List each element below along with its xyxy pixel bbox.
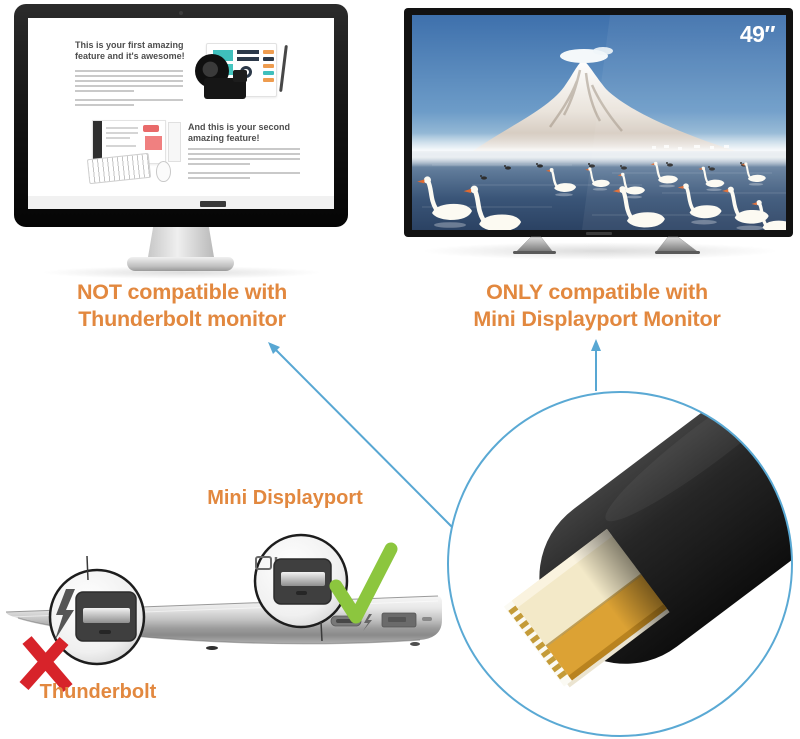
thunderbolt-monitor-screen: This is your first amazing feature and i… — [28, 18, 334, 209]
minidp-caption: ONLY compatible with Mini Displayport Mo… — [452, 279, 742, 332]
thunderbolt-label: Thunderbolt — [39, 681, 157, 703]
feature2-heading: And this is your second amazing feature! — [188, 122, 291, 143]
arrow-to-minidp-caption — [591, 339, 601, 391]
connector-gold-plug — [503, 529, 670, 688]
magnifier-leader-line — [320, 621, 323, 642]
tv-size-badge: 49″ — [739, 21, 776, 47]
thunderbolt-port-magnifier — [48, 555, 146, 666]
minidp-caption-line2: Mini Displayport Monitor — [473, 306, 721, 331]
thunderbolt-monitor: This is your first amazing feature and i… — [14, 4, 348, 227]
camera-flash-image — [233, 70, 247, 82]
screen-glare — [582, 15, 786, 230]
camera-body-image — [204, 78, 246, 99]
green-check-icon — [329, 542, 398, 624]
connector-magnifier — [447, 391, 793, 737]
mini-displayport-monitor: 49″ — [404, 8, 793, 237]
footer-button-placeholder — [200, 201, 226, 207]
laptop-foot — [410, 642, 420, 646]
imac-shadow — [40, 266, 323, 279]
mount-fuji — [470, 47, 742, 153]
thunderbolt-icon — [55, 589, 75, 640]
laptop-side-ports — [330, 612, 432, 631]
tv-shadow — [420, 242, 780, 260]
card-mockup — [168, 122, 181, 162]
small-thunderbolt-glyph-icon — [363, 614, 372, 631]
webpage-footer — [28, 196, 334, 209]
mini-displayport-magnifier — [253, 533, 398, 642]
tv-brand-logo — [585, 232, 612, 235]
mouse-image — [156, 161, 171, 182]
laptop-foot — [206, 646, 218, 650]
feature1-paragraph-placeholder — [75, 70, 183, 109]
thunderbolt-caption: NOT compatible with Thunderbolt monitor — [40, 279, 324, 332]
imac-stand-base — [127, 257, 234, 271]
thunderbolt-caption-line2: Thunderbolt monitor — [78, 306, 286, 331]
mini-displayport-port — [273, 558, 332, 605]
webcam-dot-icon — [179, 11, 183, 15]
minidp-caption-line1: ONLY compatible with — [486, 280, 708, 304]
connector-cable-body — [539, 392, 792, 664]
thunderbolt-port — [75, 591, 137, 642]
plug-contact-pins — [508, 605, 568, 680]
arrow-head-icon — [591, 339, 601, 351]
thunderbolt-caption-line1: NOT compatible with — [76, 280, 287, 304]
magnifier-leader-line — [86, 555, 89, 581]
feature1-heading: This is your first amazing feature and i… — [75, 40, 185, 61]
mini-displayport-label: Mini Displayport — [207, 487, 363, 509]
keyboard-image — [86, 152, 152, 185]
display-icon — [255, 556, 278, 570]
pen-image — [279, 44, 288, 93]
arrow-head-icon — [268, 342, 280, 354]
tv-scene — [412, 15, 786, 230]
feature2-paragraph-placeholder — [188, 148, 300, 182]
laptop — [5, 595, 442, 650]
mini-displayport-connector — [503, 392, 792, 688]
tv-screen: 49″ — [412, 15, 786, 230]
